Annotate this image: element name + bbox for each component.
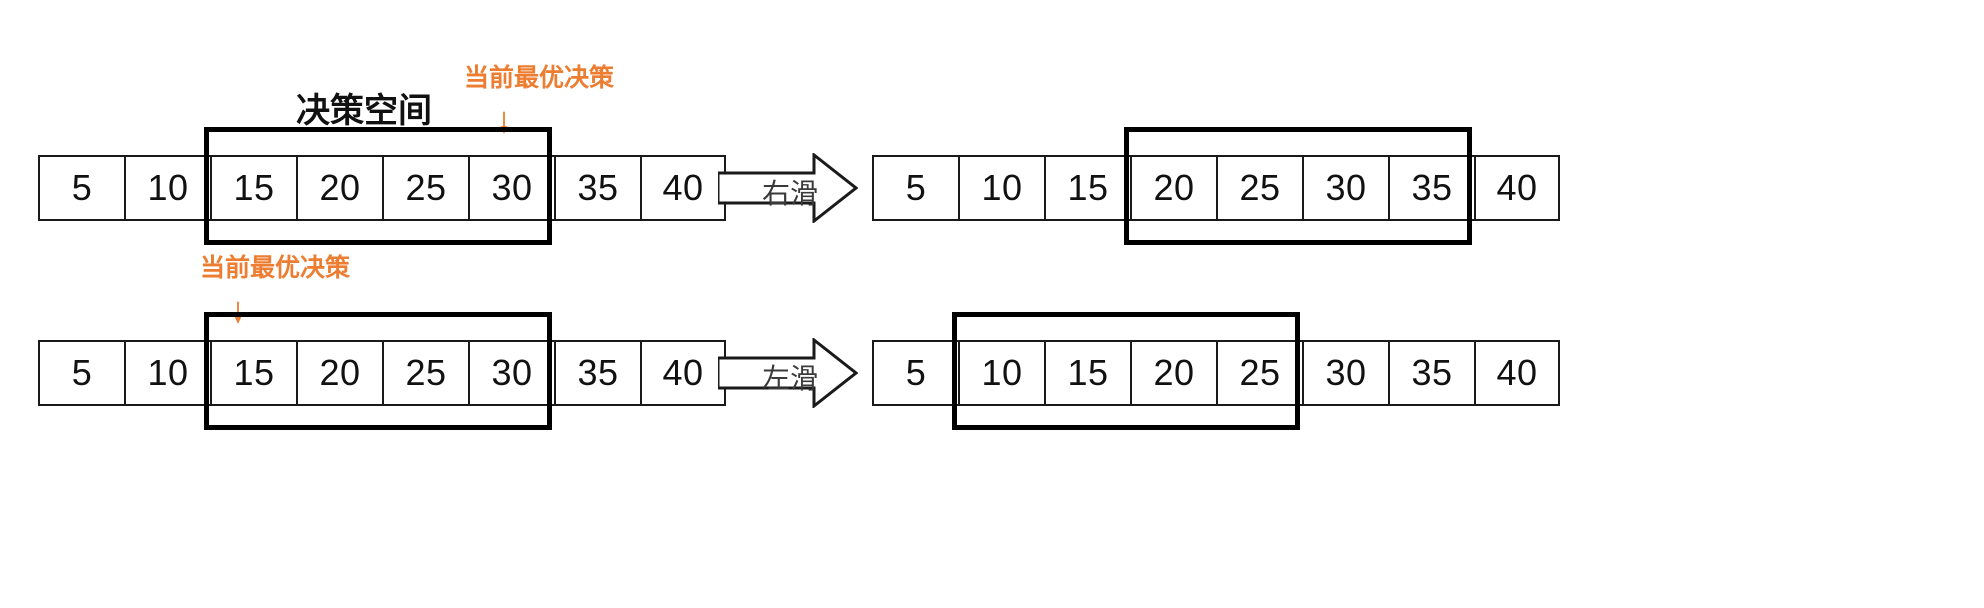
optimal-decision-label-top: 当前最优决策: [464, 63, 615, 92]
array-cell[interactable]: 10: [124, 155, 210, 221]
array-cell[interactable]: 15: [210, 155, 296, 221]
array-cell[interactable]: 15: [210, 340, 296, 406]
array-cell[interactable]: 40: [640, 155, 726, 221]
slide-left-label: 左滑: [761, 362, 818, 395]
array-cell[interactable]: 5: [872, 340, 958, 406]
optimal-decision-label-bottom: 当前最优决策: [200, 253, 351, 282]
array-cell[interactable]: 30: [468, 155, 554, 221]
array-top-after: 5 10 15 20 25 30 35 40: [872, 155, 1560, 221]
array-cell[interactable]: 5: [38, 155, 124, 221]
array-cell[interactable]: 15: [1044, 155, 1130, 221]
slide-right-label: 右滑: [761, 177, 818, 210]
array-cell[interactable]: 25: [382, 340, 468, 406]
slide-left-arrow: [718, 338, 858, 408]
array-cell[interactable]: 10: [958, 155, 1044, 221]
decision-space-caption: 决策空间: [296, 91, 432, 131]
array-cell[interactable]: 40: [1474, 340, 1560, 406]
array-cell[interactable]: 20: [296, 155, 382, 221]
array-cell[interactable]: 10: [124, 340, 210, 406]
array-cell[interactable]: 25: [382, 155, 468, 221]
array-cell[interactable]: 25: [1216, 155, 1302, 221]
array-cell[interactable]: 40: [640, 340, 726, 406]
optimal-decision-arrow-top: [500, 111, 508, 134]
array-top-before: 5 10 15 20 25 30 35 40: [38, 155, 726, 221]
array-cell[interactable]: 35: [554, 155, 640, 221]
array-cell[interactable]: 35: [1388, 155, 1474, 221]
array-cell[interactable]: 20: [1130, 340, 1216, 406]
array-cell[interactable]: 30: [1302, 340, 1388, 406]
array-cell[interactable]: 20: [1130, 155, 1216, 221]
array-cell[interactable]: 35: [554, 340, 640, 406]
array-cell[interactable]: 25: [1216, 340, 1302, 406]
array-bottom-before: 5 10 15 20 25 30 35 40: [38, 340, 726, 406]
array-cell[interactable]: 15: [1044, 340, 1130, 406]
array-cell[interactable]: 10: [958, 340, 1044, 406]
array-cell[interactable]: 20: [296, 340, 382, 406]
optimal-decision-arrow-bottom: [234, 301, 242, 324]
array-cell[interactable]: 5: [872, 155, 958, 221]
array-cell[interactable]: 35: [1388, 340, 1474, 406]
array-bottom-after: 5 10 15 20 25 30 35 40: [872, 340, 1560, 406]
array-cell[interactable]: 40: [1474, 155, 1560, 221]
array-cell[interactable]: 30: [468, 340, 554, 406]
array-cell[interactable]: 30: [1302, 155, 1388, 221]
array-cell[interactable]: 5: [38, 340, 124, 406]
slide-right-arrow: [718, 153, 858, 223]
